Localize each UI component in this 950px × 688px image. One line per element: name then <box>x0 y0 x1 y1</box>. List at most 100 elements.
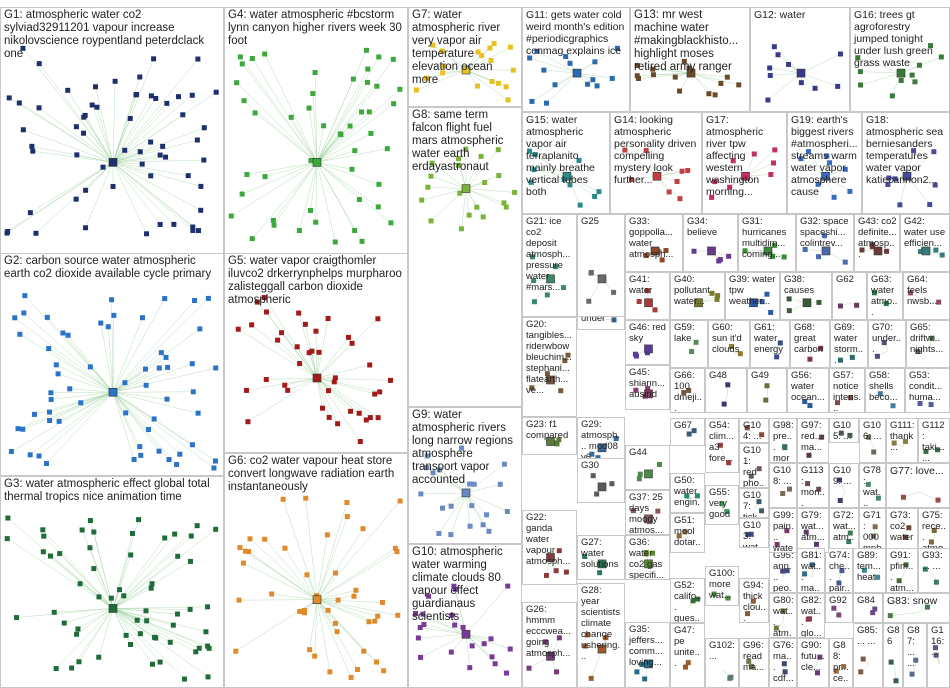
network-node <box>137 444 143 450</box>
network-node <box>767 65 773 71</box>
network-node <box>774 541 780 547</box>
network-node <box>334 629 340 635</box>
network-edge <box>316 502 348 600</box>
network-hub-node <box>597 644 607 654</box>
network-edge <box>76 608 114 635</box>
network-edge <box>590 649 603 679</box>
network-node <box>376 54 382 60</box>
network-node <box>768 309 774 315</box>
network-node <box>366 109 372 115</box>
network-hub-node <box>821 171 830 181</box>
network-edge <box>690 72 728 78</box>
network-node <box>869 244 875 250</box>
group-network <box>868 606 878 616</box>
network-edge <box>653 72 692 75</box>
network-node <box>347 123 353 129</box>
network-edge <box>428 596 467 635</box>
network-node <box>597 570 603 576</box>
group-label: G55: very good <box>709 487 731 520</box>
network-node <box>263 376 269 382</box>
network-node <box>816 486 822 492</box>
network-node <box>642 676 648 682</box>
group-label: G103: wat... cha... <box>743 520 766 548</box>
network-node <box>644 288 650 294</box>
network-edge <box>43 551 114 609</box>
network-node <box>297 608 303 614</box>
network-node <box>344 514 350 520</box>
network-node <box>846 539 852 545</box>
network-node <box>727 675 733 681</box>
network-edge <box>316 59 394 163</box>
network-edge <box>690 72 721 84</box>
network-node <box>190 227 196 233</box>
group-network <box>686 428 697 437</box>
network-node <box>932 645 938 651</box>
network-hub-node <box>597 274 607 284</box>
network-node <box>467 523 473 529</box>
group-g49: G49 <box>747 368 787 413</box>
network-node <box>912 79 918 85</box>
network-edge <box>465 149 499 189</box>
network-node <box>565 352 571 358</box>
group-g70: G70: under... <box>868 320 906 368</box>
network-node <box>100 164 106 170</box>
network-edge <box>316 364 370 379</box>
network-node <box>180 112 186 118</box>
network-edge <box>69 388 114 393</box>
network-node <box>906 525 912 531</box>
network-node <box>122 380 128 386</box>
group-network <box>806 434 825 458</box>
network-edge <box>316 162 353 170</box>
network-node <box>469 503 475 509</box>
network-edge <box>112 127 205 163</box>
network-node <box>875 574 881 580</box>
network-edge <box>309 599 318 650</box>
group-label: G72: wat... atm... <box>833 510 856 552</box>
group-label: G57: notice intens... <box>833 370 861 413</box>
network-edge <box>112 608 174 626</box>
group-label: G2: carbon source water atmospheric eart… <box>4 255 212 280</box>
network-edge <box>316 528 364 600</box>
network-node <box>706 91 712 97</box>
network-node <box>529 98 535 104</box>
network-node <box>782 445 788 451</box>
network-node <box>484 512 490 518</box>
network-node <box>871 449 877 455</box>
group-label: G92 <box>829 595 847 606</box>
network-node <box>709 194 715 200</box>
group-label: G7: water atmospheric river very vapor a… <box>412 9 501 86</box>
network-edge <box>284 548 318 600</box>
network-node <box>235 326 241 332</box>
network-node <box>932 182 938 188</box>
network-node <box>544 371 550 377</box>
group-network <box>887 604 930 619</box>
network-edge <box>240 56 318 163</box>
network-edge <box>316 162 379 208</box>
network-node <box>870 610 876 616</box>
group-label: G64: feels nwsb... <box>907 274 938 307</box>
network-node <box>455 162 461 168</box>
network-node <box>839 568 845 574</box>
network-hub-node <box>652 171 662 181</box>
network-edge <box>465 492 471 527</box>
network-node <box>105 324 111 330</box>
group-label: G113: mon... <box>801 465 825 508</box>
network-node <box>261 295 267 301</box>
network-edge <box>566 176 595 197</box>
network-node <box>634 73 640 79</box>
network-node <box>721 401 727 407</box>
network-node <box>448 503 454 509</box>
network-hub-node <box>644 469 653 479</box>
network-node <box>679 168 685 174</box>
network-node <box>313 328 319 334</box>
network-node <box>392 545 398 551</box>
network-node <box>633 353 639 359</box>
network-node <box>73 196 79 202</box>
group-label: G70: under... <box>872 322 902 355</box>
network-node <box>529 254 535 260</box>
network-node <box>436 467 442 473</box>
network-edge <box>422 613 467 635</box>
network-node <box>439 48 445 54</box>
group-label: G112: taki... ... <box>922 420 945 463</box>
network-edge <box>112 608 210 649</box>
